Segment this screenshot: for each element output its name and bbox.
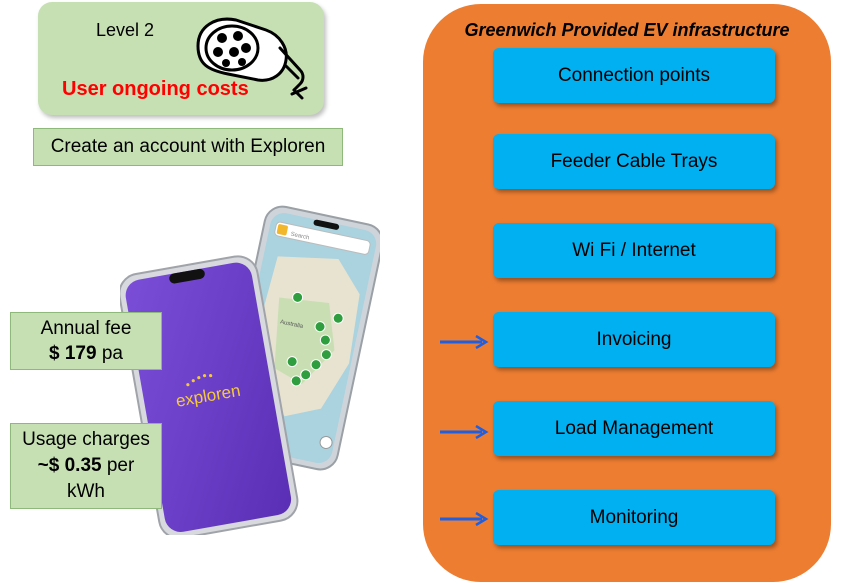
usage-charges-box: Usage charges ~$ 0.35 per kWh xyxy=(10,423,162,509)
annual-fee-amount: $ 179 xyxy=(49,343,97,364)
level-2-card: Level 2 User ongoing costs xyxy=(38,2,324,115)
infra-item-label: Connection points xyxy=(557,64,711,86)
usage-charges-value: ~$ 0.35 per xyxy=(38,453,135,479)
right-arrow-icon xyxy=(440,512,489,526)
ev-charging-plug-icon xyxy=(196,17,308,100)
infra-item-label: Load Management xyxy=(554,417,714,439)
infrastructure-panel: Greenwich Provided EV infrastructure Con… xyxy=(423,4,831,582)
infra-item-monitoring: Monitoring xyxy=(493,490,775,545)
right-arrow-icon xyxy=(440,425,489,439)
annual-fee-box: Annual fee $ 179 pa xyxy=(10,312,162,370)
create-account-text: Create an account with Exploren xyxy=(50,136,326,157)
exploren-app-phones-image: Search Australia exploren xyxy=(120,205,380,535)
annual-fee-value: $ 179 pa xyxy=(49,341,123,366)
map-search-placeholder: Search xyxy=(290,232,310,242)
infra-item-feeder-cable-trays: Feeder Cable Trays xyxy=(493,134,775,189)
map-country-label: Australia xyxy=(279,319,304,330)
usage-charges-suffix: per xyxy=(101,455,135,476)
annual-fee-suffix: pa xyxy=(96,343,123,364)
infra-item-connection-points: Connection points xyxy=(493,48,775,103)
infra-item-label: Invoicing xyxy=(596,328,672,350)
create-account-box: Create an account with Exploren xyxy=(33,128,343,166)
infra-item-load-management: Load Management xyxy=(493,401,775,456)
infra-item-invoicing: Invoicing xyxy=(493,312,775,367)
usage-charges-unit: kWh xyxy=(67,481,105,502)
right-arrow-icon xyxy=(440,335,489,349)
ongoing-costs-heading: User ongoing costs xyxy=(62,78,249,100)
infra-item-wifi-internet: Wi Fi / Internet xyxy=(493,223,775,278)
infra-item-label: Monitoring xyxy=(589,506,679,528)
usage-charges-label: Usage charges xyxy=(22,429,150,450)
infrastructure-title: Greenwich Provided EV infrastructure xyxy=(464,20,790,40)
infra-item-label: Feeder Cable Trays xyxy=(550,150,718,172)
infra-item-label: Wi Fi / Internet xyxy=(572,239,696,261)
annual-fee-label: Annual fee xyxy=(40,318,132,339)
level-label: Level 2 xyxy=(96,20,155,40)
usage-charges-amount: ~$ 0.35 xyxy=(37,455,102,476)
